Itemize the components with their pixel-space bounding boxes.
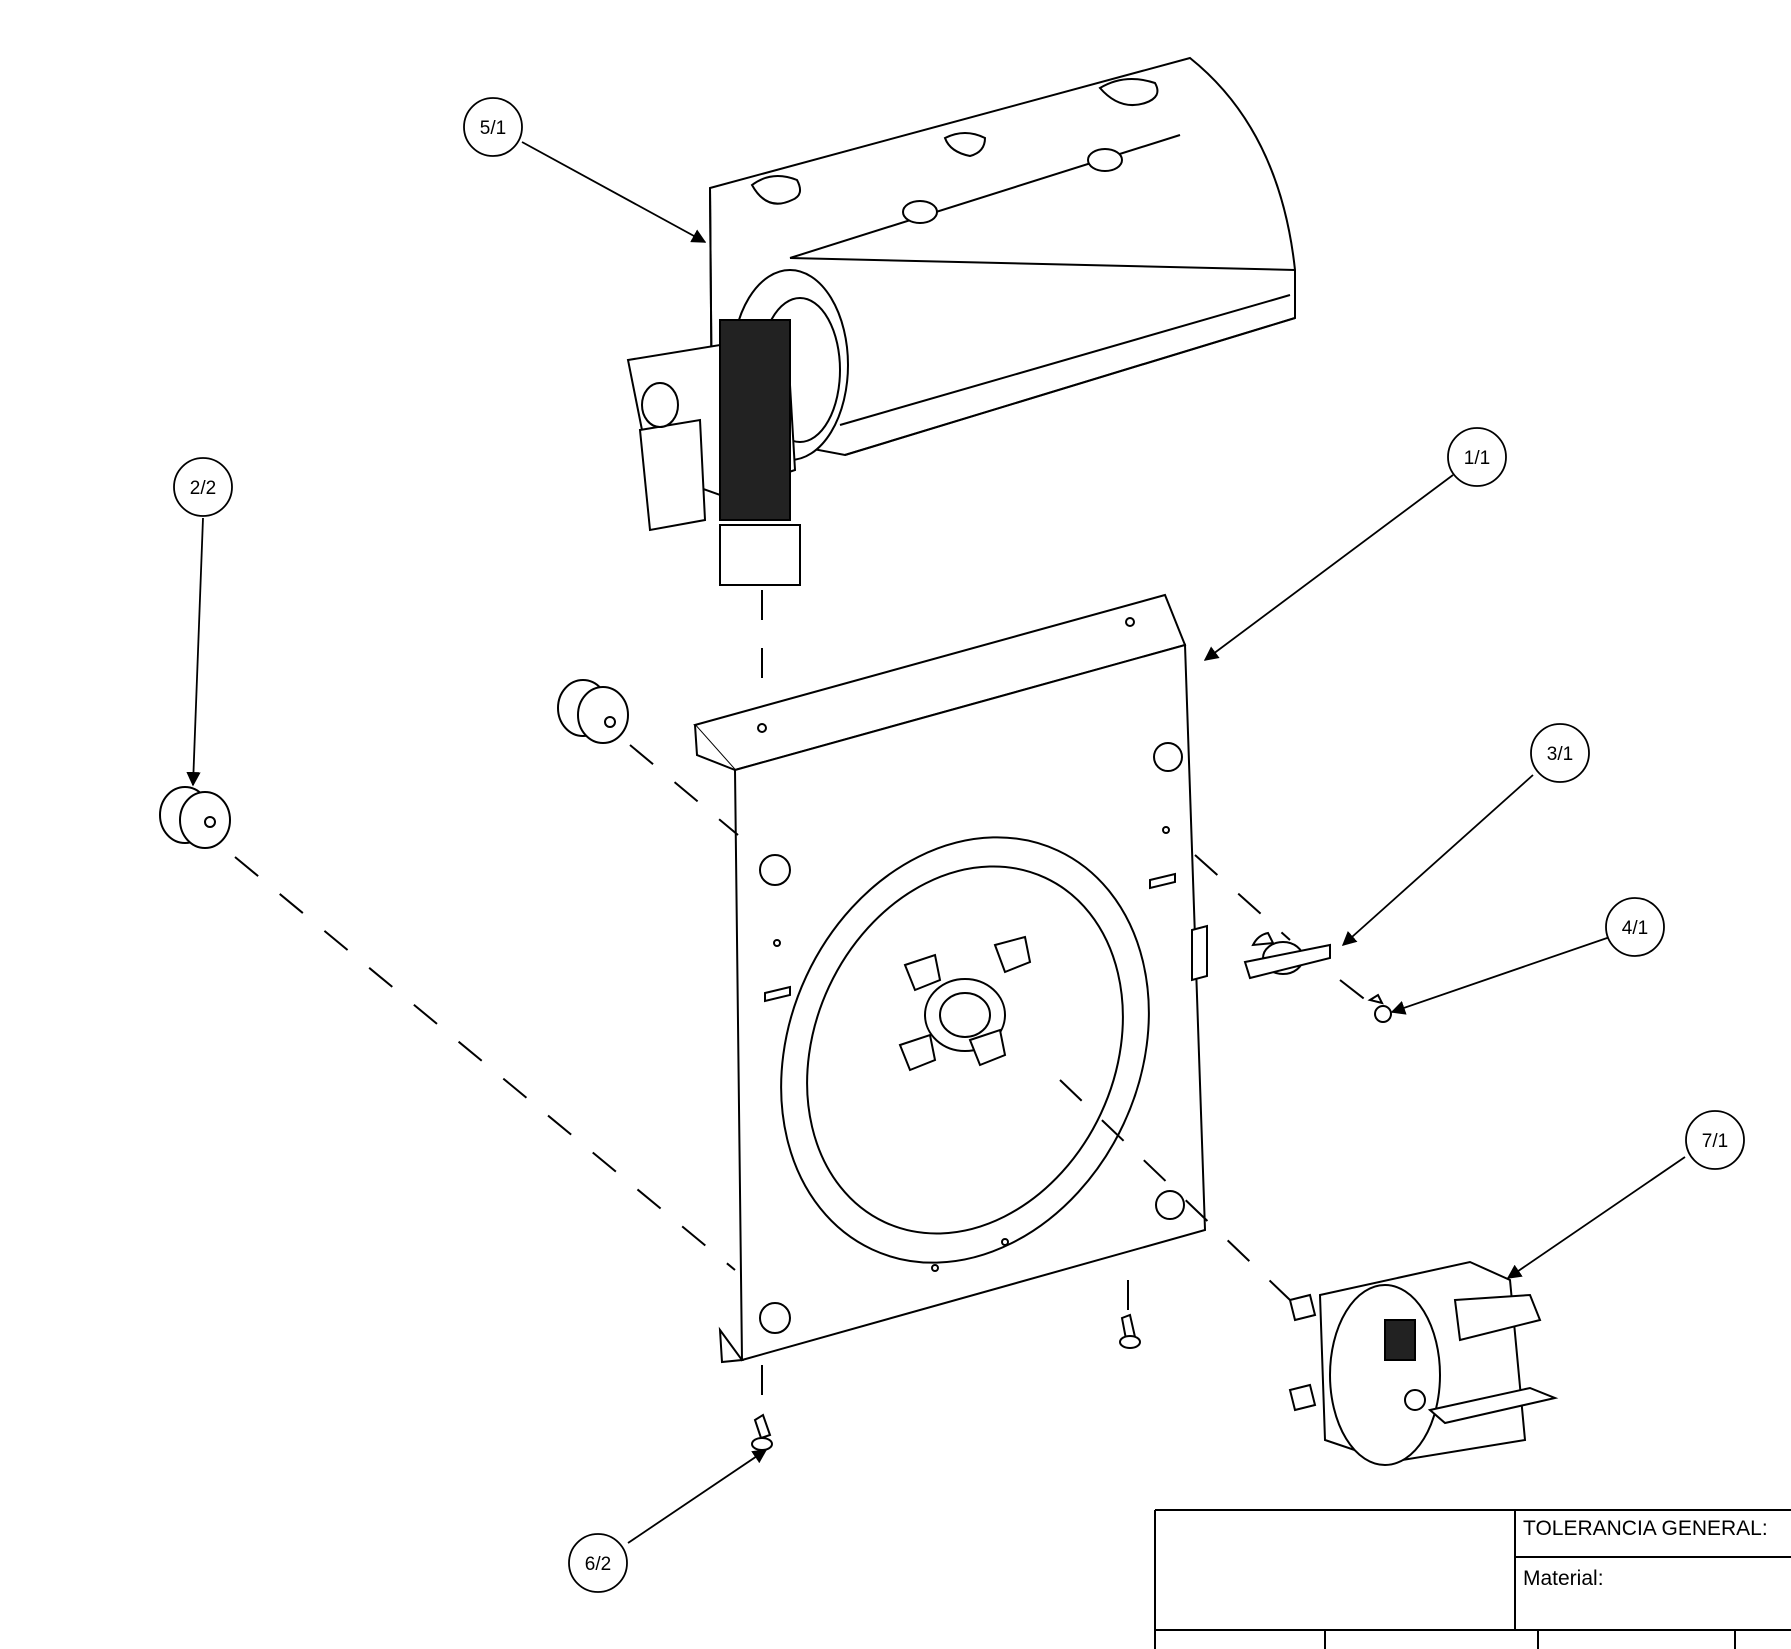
mounting-plate-part bbox=[693, 593, 1208, 1364]
svg-text:1/1: 1/1 bbox=[1464, 448, 1490, 469]
svg-text:5/1: 5/1 bbox=[480, 118, 506, 139]
leader-6-2 bbox=[627, 1449, 768, 1544]
leader-7-1 bbox=[1506, 1156, 1686, 1279]
motor-part bbox=[1288, 1260, 1559, 1466]
grommet-part bbox=[159, 679, 629, 849]
balloon-1-1: 1/1 bbox=[1447, 427, 1507, 487]
balloon-7-1: 7/1 bbox=[1685, 1110, 1745, 1170]
tolerance-label: TOLERANCIA GENERAL: bbox=[1523, 1517, 1768, 1540]
balloon-2-2: 2/2 bbox=[173, 457, 233, 517]
material-label: Material: bbox=[1523, 1567, 1604, 1590]
balloon-4-1: 4/1 bbox=[1605, 897, 1665, 957]
leader-2-2 bbox=[186, 517, 204, 787]
svg-text:7/1: 7/1 bbox=[1702, 1131, 1728, 1152]
leader-3-1 bbox=[1341, 774, 1534, 946]
balloon-6-2: 6/2 bbox=[568, 1533, 628, 1593]
leader-1-1 bbox=[1203, 474, 1454, 661]
svg-text:2/2: 2/2 bbox=[190, 478, 216, 499]
blower-housing-part bbox=[626, 56, 1296, 586]
leader-lines bbox=[186, 141, 1686, 1544]
balloon-3-1: 3/1 bbox=[1530, 723, 1590, 783]
leader-5-1 bbox=[521, 141, 707, 243]
title-block bbox=[1154, 1509, 1791, 1649]
screw-4-part bbox=[1367, 993, 1392, 1023]
thermostat-part bbox=[1243, 931, 1331, 980]
svg-text:4/1: 4/1 bbox=[1622, 918, 1648, 939]
leader-4-1 bbox=[1390, 936, 1611, 1015]
svg-text:3/1: 3/1 bbox=[1547, 744, 1573, 765]
assembly-axis-lines bbox=[234, 590, 1373, 1410]
screw-6-part bbox=[751, 1313, 1141, 1451]
svg-text:6/2: 6/2 bbox=[585, 1554, 611, 1575]
balloon-5-1: 5/1 bbox=[463, 97, 523, 157]
